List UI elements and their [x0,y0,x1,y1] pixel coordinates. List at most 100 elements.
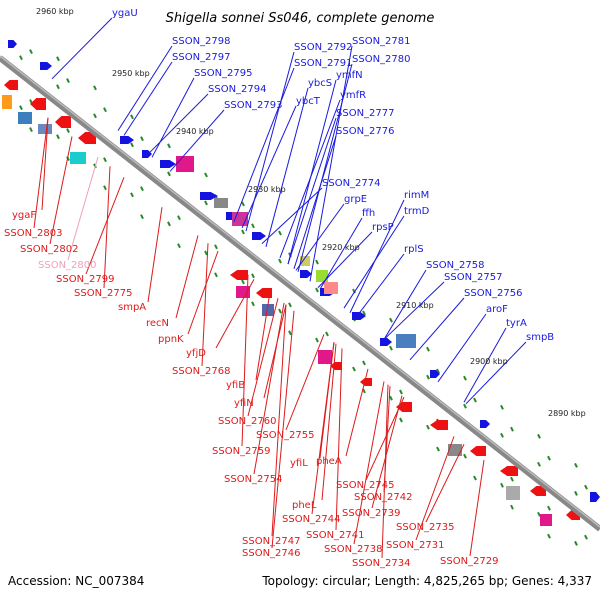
forward-gene-label: SSON_2780 [352,54,411,65]
reverse-gene-label: SSON_2760 [218,416,277,427]
accession-text: Accession: NC_007384 [8,574,144,588]
tick-mark [278,308,282,314]
backbone-layer [0,55,600,532]
reverse-leader-line [353,381,385,545]
forward-gene-label: ygaU [112,8,138,19]
tick-mark [510,426,514,432]
forward-gene-arrow [252,232,266,240]
forward-leader-line [343,215,405,309]
forward-leader-line [279,99,341,258]
tick-mark [167,221,171,227]
forward-leader-line [319,217,363,290]
reverse-gene-arrow [430,420,448,430]
reverse-leader-line [103,166,111,289]
reverse-leader-line [33,117,49,229]
forward-leader-line [297,63,353,273]
tick-mark [251,301,255,307]
tick-mark [103,185,107,191]
feature-block [262,304,274,316]
reverse-leader-line [345,368,369,457]
leader-line-layer [33,17,527,559]
reverse-leader-line [321,343,337,501]
tick-mark [167,171,171,177]
reverse-gene-arrow [230,270,248,280]
feature-block [38,124,52,134]
forward-gene-label: SSON_2774 [322,178,381,189]
forward-leader-line [383,281,445,340]
tick-mark [426,346,430,352]
tick-mark [251,223,255,229]
tick-mark [537,433,541,439]
tick-mark [500,432,504,438]
tick-mark [66,78,70,84]
reverse-gene-label: SSON_2799 [56,274,115,285]
tick-mark [251,273,255,279]
forward-gene-label: rimM [404,190,429,201]
forward-leader-line [465,341,527,405]
tick-mark [103,157,107,163]
forward-leader-line [147,93,209,155]
reverse-gene-label: SSON_2741 [306,530,365,541]
tick-mark [204,250,208,256]
forward-leader-line [463,327,507,403]
reverse-leader-line [241,274,249,447]
forward-gene-label: SSON_2794 [208,84,267,95]
kbp-marker: 2920 kbp [322,243,360,252]
tick-mark [214,272,218,278]
tick-mark [278,230,282,236]
reverse-gene-label: ygaF [12,210,36,221]
reverse-gene-arrow [530,486,546,496]
reverse-gene-label: pheL [292,500,317,511]
reverse-gene-arrow [78,132,96,144]
genome-backbone-highlight [0,55,600,528]
forward-gene-arrow [200,192,218,200]
kbp-marker: 2890 kbp [548,409,586,418]
genome-backbone [0,55,600,532]
reverse-leader-line [381,384,389,559]
reverse-gene-label: SSON_2759 [212,446,271,457]
kbp-marker: 2960 kbp [36,7,74,16]
forward-gene-arrow [590,492,600,502]
tick-mark [574,540,578,546]
reverse-gene-label: pheA [316,456,342,467]
reverse-gene-label: yfjD [186,348,206,359]
tick-mark [177,243,181,249]
tick-mark [362,360,366,366]
reverse-leader-line [255,291,271,381]
reverse-gene-label: SSON_2800 [38,260,97,271]
feature-block [506,486,520,500]
reverse-gene-label: SSON_2735 [396,522,455,533]
tick-mark [547,505,551,511]
forward-leader-line [51,17,113,80]
tick-mark [389,317,393,323]
forward-leader-line [437,313,487,383]
feature-block [2,95,12,109]
reverse-gene-label: recN [146,318,169,329]
kbp-marker: 2940 kbp [176,127,214,136]
feature-block [324,282,338,294]
forward-gene-label: SSON_2797 [172,52,231,63]
reverse-gene-arrow [500,466,518,476]
forward-gene-arrow [480,420,490,428]
feature-block [300,256,310,266]
reverse-leader-line [415,436,455,541]
forward-gene-arrow [352,312,366,320]
tick-mark [500,482,504,488]
reverse-gene-label: SSON_2738 [324,544,383,555]
tick-mark [140,136,144,142]
reverse-gene-label: SSON_2747 [242,536,301,547]
forward-leader-line [117,45,173,131]
forward-gene-arrow [120,136,134,144]
reverse-gene-label: smpA [118,302,146,313]
forward-leader-line [293,135,337,269]
forward-gene-label: SSON_2777 [336,108,395,119]
reverse-leader-line [247,298,279,417]
tick-mark [130,114,134,120]
kbp-marker: 2900 kbp [470,357,508,366]
tick-mark [500,404,504,410]
tick-mark [473,397,477,403]
forward-leader-line [265,87,309,247]
tick-mark [537,461,541,467]
reverse-leader-line [371,395,403,509]
